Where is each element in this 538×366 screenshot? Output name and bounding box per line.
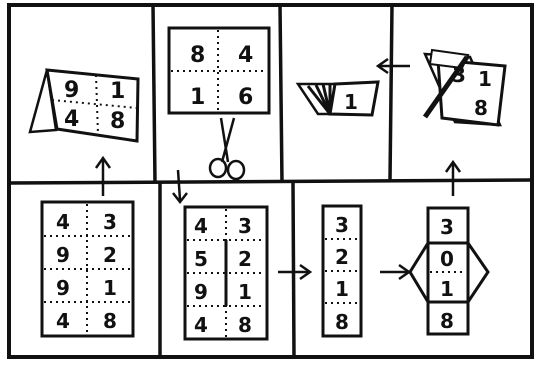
diamond-right-wing <box>468 243 488 302</box>
diamond-label-4: 8 <box>440 309 454 333</box>
scissors-icon <box>210 118 244 179</box>
strip-label-2: 3 <box>103 210 117 234</box>
slit-label-6: 1 <box>238 280 252 304</box>
booklet-label-right: 1 <box>478 67 492 91</box>
arrow-up-icon <box>96 158 110 196</box>
strip-label-3: 9 <box>56 243 70 267</box>
fan-label: 1 <box>344 90 358 114</box>
grid-v1-top <box>153 5 155 183</box>
booklet-label-top: 3 <box>452 63 466 87</box>
strip-label-7: 4 <box>56 309 70 333</box>
long-strip-label-3: 1 <box>335 277 349 301</box>
panel-slit-sheet: 4 3 5 2 9 1 4 8 <box>185 207 267 339</box>
panel-opened-diamond: 3 0 1 8 <box>410 208 488 334</box>
diamond-left-wing <box>410 243 428 302</box>
slit-label-4: 2 <box>238 247 252 271</box>
strip-label-1: 4 <box>56 210 70 234</box>
grid-v3-top <box>390 5 392 180</box>
strip-label-6: 1 <box>103 276 117 300</box>
grid-v2-bottom <box>293 183 294 357</box>
strip-label-5: 9 <box>56 276 70 300</box>
slit-label-1: 4 <box>194 214 208 238</box>
tent-label-tl: 9 <box>64 78 79 103</box>
diamond-label-3: 1 <box>440 277 454 301</box>
slit-label-3: 5 <box>194 247 208 271</box>
panel-folded-booklet: 3 1 8 <box>425 50 505 196</box>
panel-long-strip: 3 2 1 8 <box>323 206 361 336</box>
panel-cut-sheet: 8 4 1 6 <box>169 28 269 179</box>
strip-label-4: 2 <box>103 243 117 267</box>
tent-label-bl: 4 <box>64 107 79 132</box>
cut-label-bl: 1 <box>190 85 205 110</box>
booklet-label-bottom: 8 <box>474 96 488 120</box>
arrow-left-icon <box>378 59 410 73</box>
arrow-right-icon <box>380 265 409 279</box>
booklet-front-page <box>438 60 505 125</box>
strip-label-8: 8 <box>103 309 117 333</box>
panel-strip-pages: 4 3 9 2 9 1 4 8 <box>42 202 133 336</box>
long-strip-label-4: 8 <box>335 310 349 334</box>
panel-fan-booklet: 1 <box>298 59 410 115</box>
slit-label-5: 9 <box>194 280 208 304</box>
cut-label-tl: 8 <box>190 43 205 68</box>
cut-label-tr: 4 <box>238 43 253 68</box>
tent-label-br: 8 <box>110 109 125 134</box>
slit-label-7: 4 <box>194 313 208 337</box>
grid-v2-top <box>280 5 282 183</box>
long-strip-label-1: 3 <box>335 213 349 237</box>
slit-label-2: 3 <box>238 214 252 238</box>
diamond-label-1: 3 <box>440 215 454 239</box>
panel-tent-card: 9 1 4 8 <box>30 70 138 141</box>
tent-label-tr: 1 <box>110 79 125 104</box>
cut-label-br: 6 <box>238 85 253 110</box>
slit-label-8: 8 <box>238 313 252 337</box>
diamond-label-2: 0 <box>440 247 454 271</box>
arrow-down-icon <box>173 170 187 202</box>
long-strip-label-2: 2 <box>335 245 349 269</box>
